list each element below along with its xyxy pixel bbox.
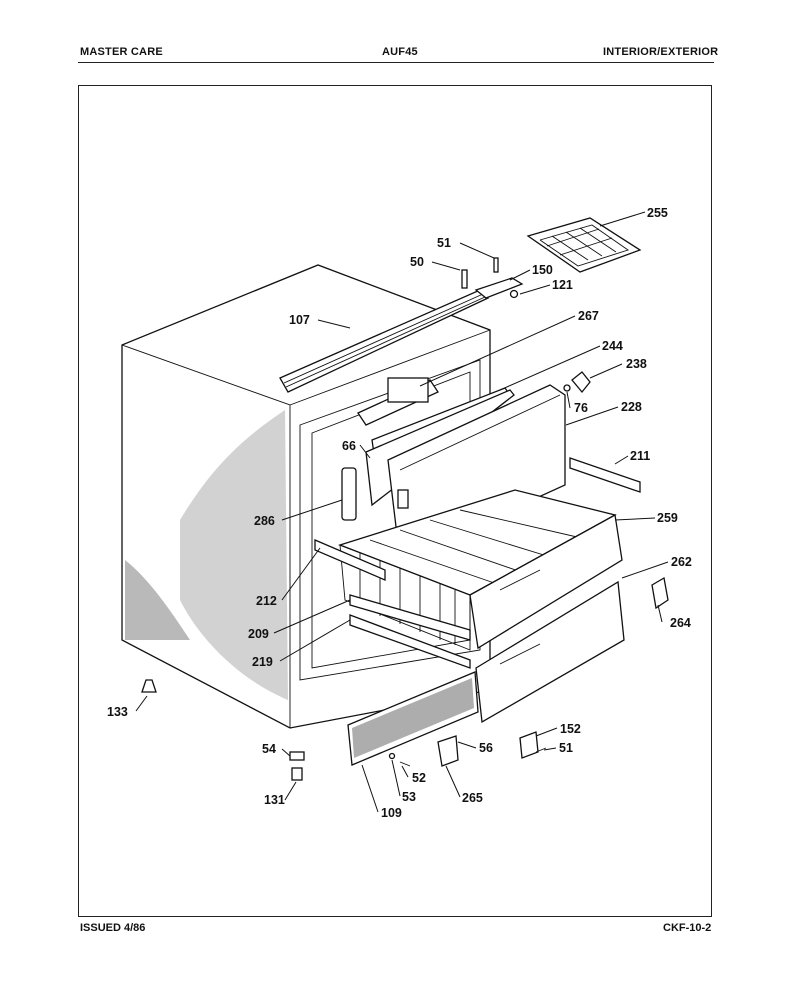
header-section: INTERIOR/EXTERIOR — [603, 46, 719, 58]
latch-238 — [563, 371, 591, 394]
footer-issued: ISSUED 4/86 — [80, 922, 146, 934]
top-grille-107 — [279, 289, 490, 393]
label-52: 52 — [412, 771, 426, 785]
label-53: 53 — [402, 790, 416, 804]
label-244: 244 — [602, 339, 623, 353]
label-286: 286 — [254, 514, 275, 528]
label-133: 133 — [107, 705, 128, 719]
label-66: 66 — [342, 439, 356, 453]
label-150: 150 — [532, 263, 553, 277]
leveler-131 — [289, 751, 305, 781]
clip-264 — [651, 576, 669, 610]
label-228: 228 — [621, 400, 642, 414]
label-238: 238 — [626, 357, 647, 371]
foot-133 — [141, 679, 157, 693]
part-labels: 255 51 50 150 121 107 267 244 238 76 228… — [107, 206, 692, 820]
label-265: 265 — [462, 791, 483, 805]
label-211: 211 — [630, 449, 650, 463]
label-262: 262 — [671, 555, 692, 569]
label-209: 209 — [248, 627, 269, 641]
screws-52-53 — [388, 752, 411, 767]
label-219: 219 — [252, 655, 273, 669]
drawer-fronts — [469, 513, 625, 724]
label-255: 255 — [647, 206, 668, 220]
label-267: 267 — [578, 309, 599, 323]
label-51-top: 51 — [437, 236, 451, 250]
hinge-hardware — [461, 257, 524, 299]
side-rails — [314, 539, 471, 669]
latch-265 — [437, 735, 459, 767]
footer-code: CKF-10-2 — [663, 922, 712, 934]
ice-tray-255 — [526, 217, 642, 273]
label-131: 131 — [264, 793, 285, 807]
label-50: 50 — [410, 255, 424, 269]
label-76: 76 — [574, 401, 588, 415]
diagram-frame — [78, 85, 712, 917]
label-264: 264 — [670, 616, 691, 630]
header-brand: MASTER CARE — [80, 46, 163, 58]
label-152: 152 — [560, 722, 581, 736]
label-56: 56 — [479, 741, 493, 755]
label-107: 107 — [289, 313, 310, 327]
header-rule — [78, 62, 714, 63]
bracket-267 — [357, 377, 439, 426]
header-model: AUF45 — [382, 46, 418, 58]
label-51-bottom: 51 — [559, 741, 573, 755]
bracket-152 — [519, 731, 547, 759]
label-259: 259 — [657, 511, 678, 525]
label-109: 109 — [381, 806, 402, 820]
hinge-bracket-286 — [341, 467, 357, 521]
label-54: 54 — [262, 742, 276, 756]
wire-basket-259 — [338, 489, 617, 651]
kick-plate-109 — [347, 671, 479, 766]
rail-211 — [569, 457, 641, 493]
label-121: 121 — [552, 278, 573, 292]
label-212: 212 — [256, 594, 277, 608]
leader-lines — [135, 211, 669, 813]
